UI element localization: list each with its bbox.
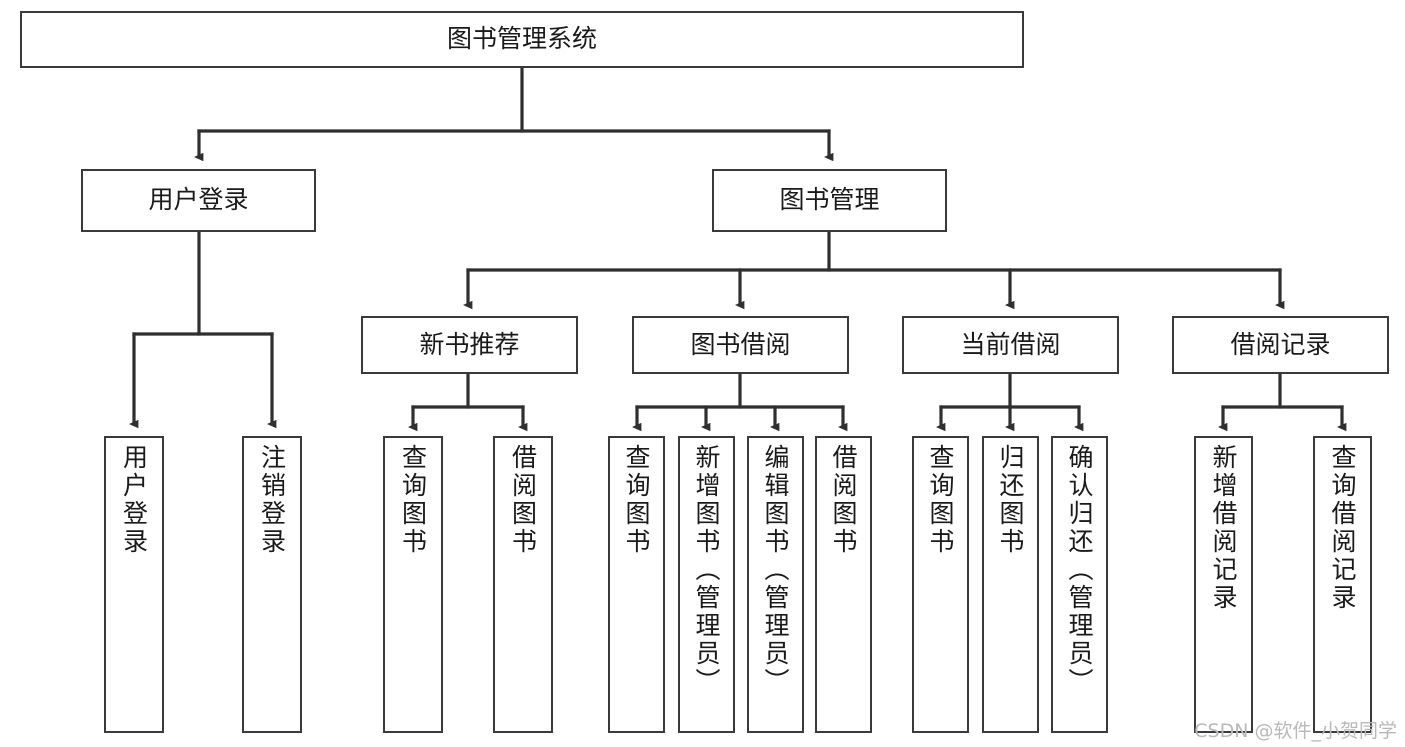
leaf-query-book-current[interactable]: 查询图书 bbox=[912, 436, 969, 733]
leaf-add-borrow-record[interactable]: 新增借阅记录 bbox=[1194, 436, 1253, 733]
leaf-return-book[interactable]: 归还图书 bbox=[982, 436, 1039, 733]
node-label: 借阅图书 bbox=[508, 444, 538, 556]
node-user-login[interactable]: 用户登录 bbox=[81, 169, 316, 232]
node-borrow-records[interactable]: 借阅记录 bbox=[1172, 316, 1389, 374]
node-label: 图书管理 bbox=[779, 185, 880, 215]
node-label: 用户登录 bbox=[119, 444, 149, 556]
leaf-query-book-new[interactable]: 查询图书 bbox=[383, 436, 443, 733]
node-label: 借阅记录 bbox=[1230, 329, 1331, 359]
node-book-borrow[interactable]: 图书借阅 bbox=[632, 316, 849, 374]
node-label: 查询图书 bbox=[926, 444, 955, 556]
node-label: 借阅图书 bbox=[829, 444, 858, 556]
leaf-edit-book-admin[interactable]: 编辑图书（管理员） bbox=[747, 436, 804, 733]
node-current-borrow[interactable]: 当前借阅 bbox=[902, 316, 1119, 374]
leaf-query-borrow-record[interactable]: 查询借阅记录 bbox=[1313, 436, 1372, 733]
node-book-management[interactable]: 图书管理 bbox=[712, 169, 947, 232]
node-label: 新增图书（管理员） bbox=[692, 444, 721, 696]
node-label: 注销登录 bbox=[257, 444, 287, 556]
node-label: 图书借阅 bbox=[690, 329, 791, 359]
node-label: 归还图书 bbox=[996, 444, 1025, 556]
leaf-logout[interactable]: 注销登录 bbox=[242, 436, 302, 733]
node-new-book-recommend[interactable]: 新书推荐 bbox=[361, 316, 578, 374]
node-label: 新增借阅记录 bbox=[1209, 444, 1238, 612]
leaf-query-book-borrow[interactable]: 查询图书 bbox=[608, 436, 665, 733]
node-label: 确认归还（管理员） bbox=[1065, 444, 1094, 696]
leaf-confirm-return-admin[interactable]: 确认归还（管理员） bbox=[1051, 436, 1108, 733]
node-label: 新书推荐 bbox=[419, 329, 520, 359]
node-label: 图书管理系统 bbox=[446, 24, 597, 54]
node-label: 当前借阅 bbox=[960, 329, 1061, 359]
node-label: 查询图书 bbox=[622, 444, 651, 556]
node-label: 查询图书 bbox=[398, 444, 428, 556]
node-root-system[interactable]: 图书管理系统 bbox=[20, 11, 1024, 68]
node-label: 查询借阅记录 bbox=[1328, 444, 1357, 612]
leaf-borrow-book-new[interactable]: 借阅图书 bbox=[493, 436, 553, 733]
leaf-borrow-book[interactable]: 借阅图书 bbox=[815, 436, 872, 733]
node-label: 用户登录 bbox=[148, 185, 249, 215]
leaf-add-book-admin[interactable]: 新增图书（管理员） bbox=[678, 436, 735, 733]
node-label: 编辑图书（管理员） bbox=[761, 444, 790, 696]
leaf-user-login[interactable]: 用户登录 bbox=[104, 436, 164, 733]
watermark-text: CSDN @软件_小贺同学 bbox=[1194, 720, 1397, 742]
